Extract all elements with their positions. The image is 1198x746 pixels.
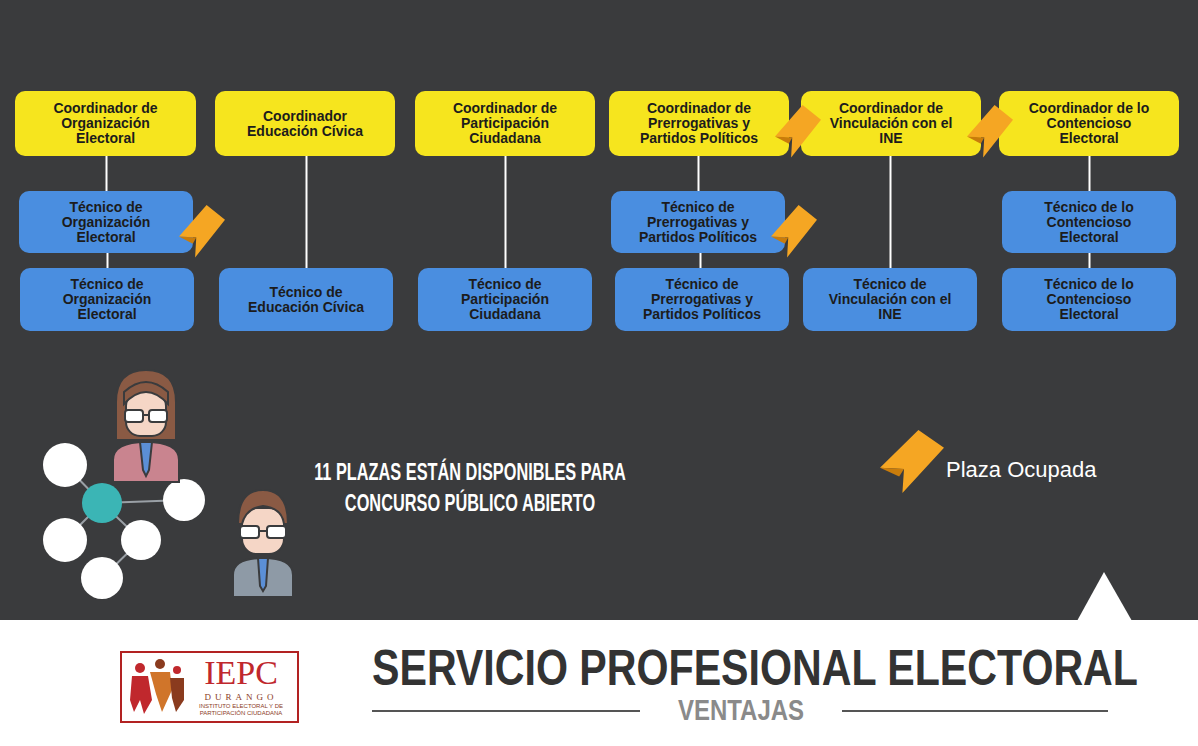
technician-box: Técnico de lo Contencioso Electoral [1002,268,1176,331]
box-label: Coordinador de Participación Ciudadana [433,101,577,146]
technician-box: Técnico de Prerrogativas y Partidos Polí… [611,191,785,253]
box-label: Coordinador de lo Contencioso Electoral [1017,101,1161,146]
box-label: Técnico de Organización Electoral [37,200,175,245]
connector-line [107,253,109,268]
connector-line [1089,156,1091,191]
technician-box: Técnico de Vinculación con el INE [803,268,977,331]
connector-line [700,253,702,268]
logo-figures [130,659,184,714]
technician-box: Técnico de Prerrogativas y Partidos Polí… [615,268,789,331]
coordinator-box: Coordinador de Prerrogativas y Partidos … [609,91,789,156]
connector-line [698,156,700,191]
woman-icon [113,370,179,482]
network-dots [43,443,205,599]
connector-line [890,156,892,268]
occupied-marker [775,105,821,158]
box-label: Coordinador de Prerrogativas y Partidos … [627,101,771,146]
footer-title: SERVICIO PROFESIONAL ELECTORAL [372,640,1138,696]
connector-line [1089,253,1091,268]
box-label: Técnico de Prerrogativas y Partidos Polí… [629,200,767,245]
logo-place: DURANGO [188,692,294,702]
coordinator-box: Coordinador de Vinculación con el INE [801,91,981,156]
connector-line [505,156,507,268]
box-label: Coordinador Educación Cívica [233,109,377,139]
box-label: Coordinador de Vinculación con el INE [819,101,963,146]
connector-line [106,156,108,191]
coordinator-box: Coordinador de Participación Ciudadana [415,91,595,156]
connector-line [306,156,308,268]
occupied-marker [179,205,225,258]
technician-box: Técnico de Organización Electoral [19,191,193,253]
legend-label: Plaza Ocupada [946,456,1096,484]
technician-box: Técnico de lo Contencioso Electoral [1002,191,1176,253]
box-label: Técnico de lo Contencioso Electoral [1020,277,1158,322]
box-label: Técnico de Vinculación con el INE [821,277,959,322]
logo-fullname: INSTITUTO ELECTORAL Y DE PARTICIPACIÓN C… [188,703,294,717]
box-label: Coordinador de Organización Electoral [33,101,178,146]
occupied-marker [967,105,1013,158]
coordinator-box: Coordinador de lo Contencioso Electoral [999,91,1179,156]
logo-frame [121,652,298,722]
box-label: Técnico de Participación Ciudadana [436,277,574,322]
technician-box: Técnico de Participación Ciudadana [418,268,592,331]
legend-swatch [880,430,944,493]
footer-notch [1077,572,1132,621]
technician-box: Técnico de Educación Cívica [219,268,393,331]
box-label: Técnico de lo Contencioso Electoral [1020,200,1158,245]
box-label: Técnico de Educación Cívica [237,285,375,315]
box-label: Técnico de Prerrogativas y Partidos Polí… [633,277,771,322]
technician-box: Técnico de Organización Electoral [20,268,194,331]
vacancy-headline: 11 PLAZAS ESTÁN DISPONIBLES PARA CONCURS… [290,456,650,518]
rule-right [842,710,1108,712]
coordinator-box: Coordinador de Organización Electoral [15,91,196,156]
box-label: Técnico de Organización Electoral [38,277,176,322]
man-icon [233,490,293,597]
footer-subtitle: VENTAJAS [660,692,822,728]
rule-left [372,710,640,712]
footer-band [0,620,1198,746]
coordinator-box: Coordinador Educación Cívica [215,91,395,156]
logo-wordmark: IEPC [188,654,294,692]
occupied-marker [771,205,817,258]
